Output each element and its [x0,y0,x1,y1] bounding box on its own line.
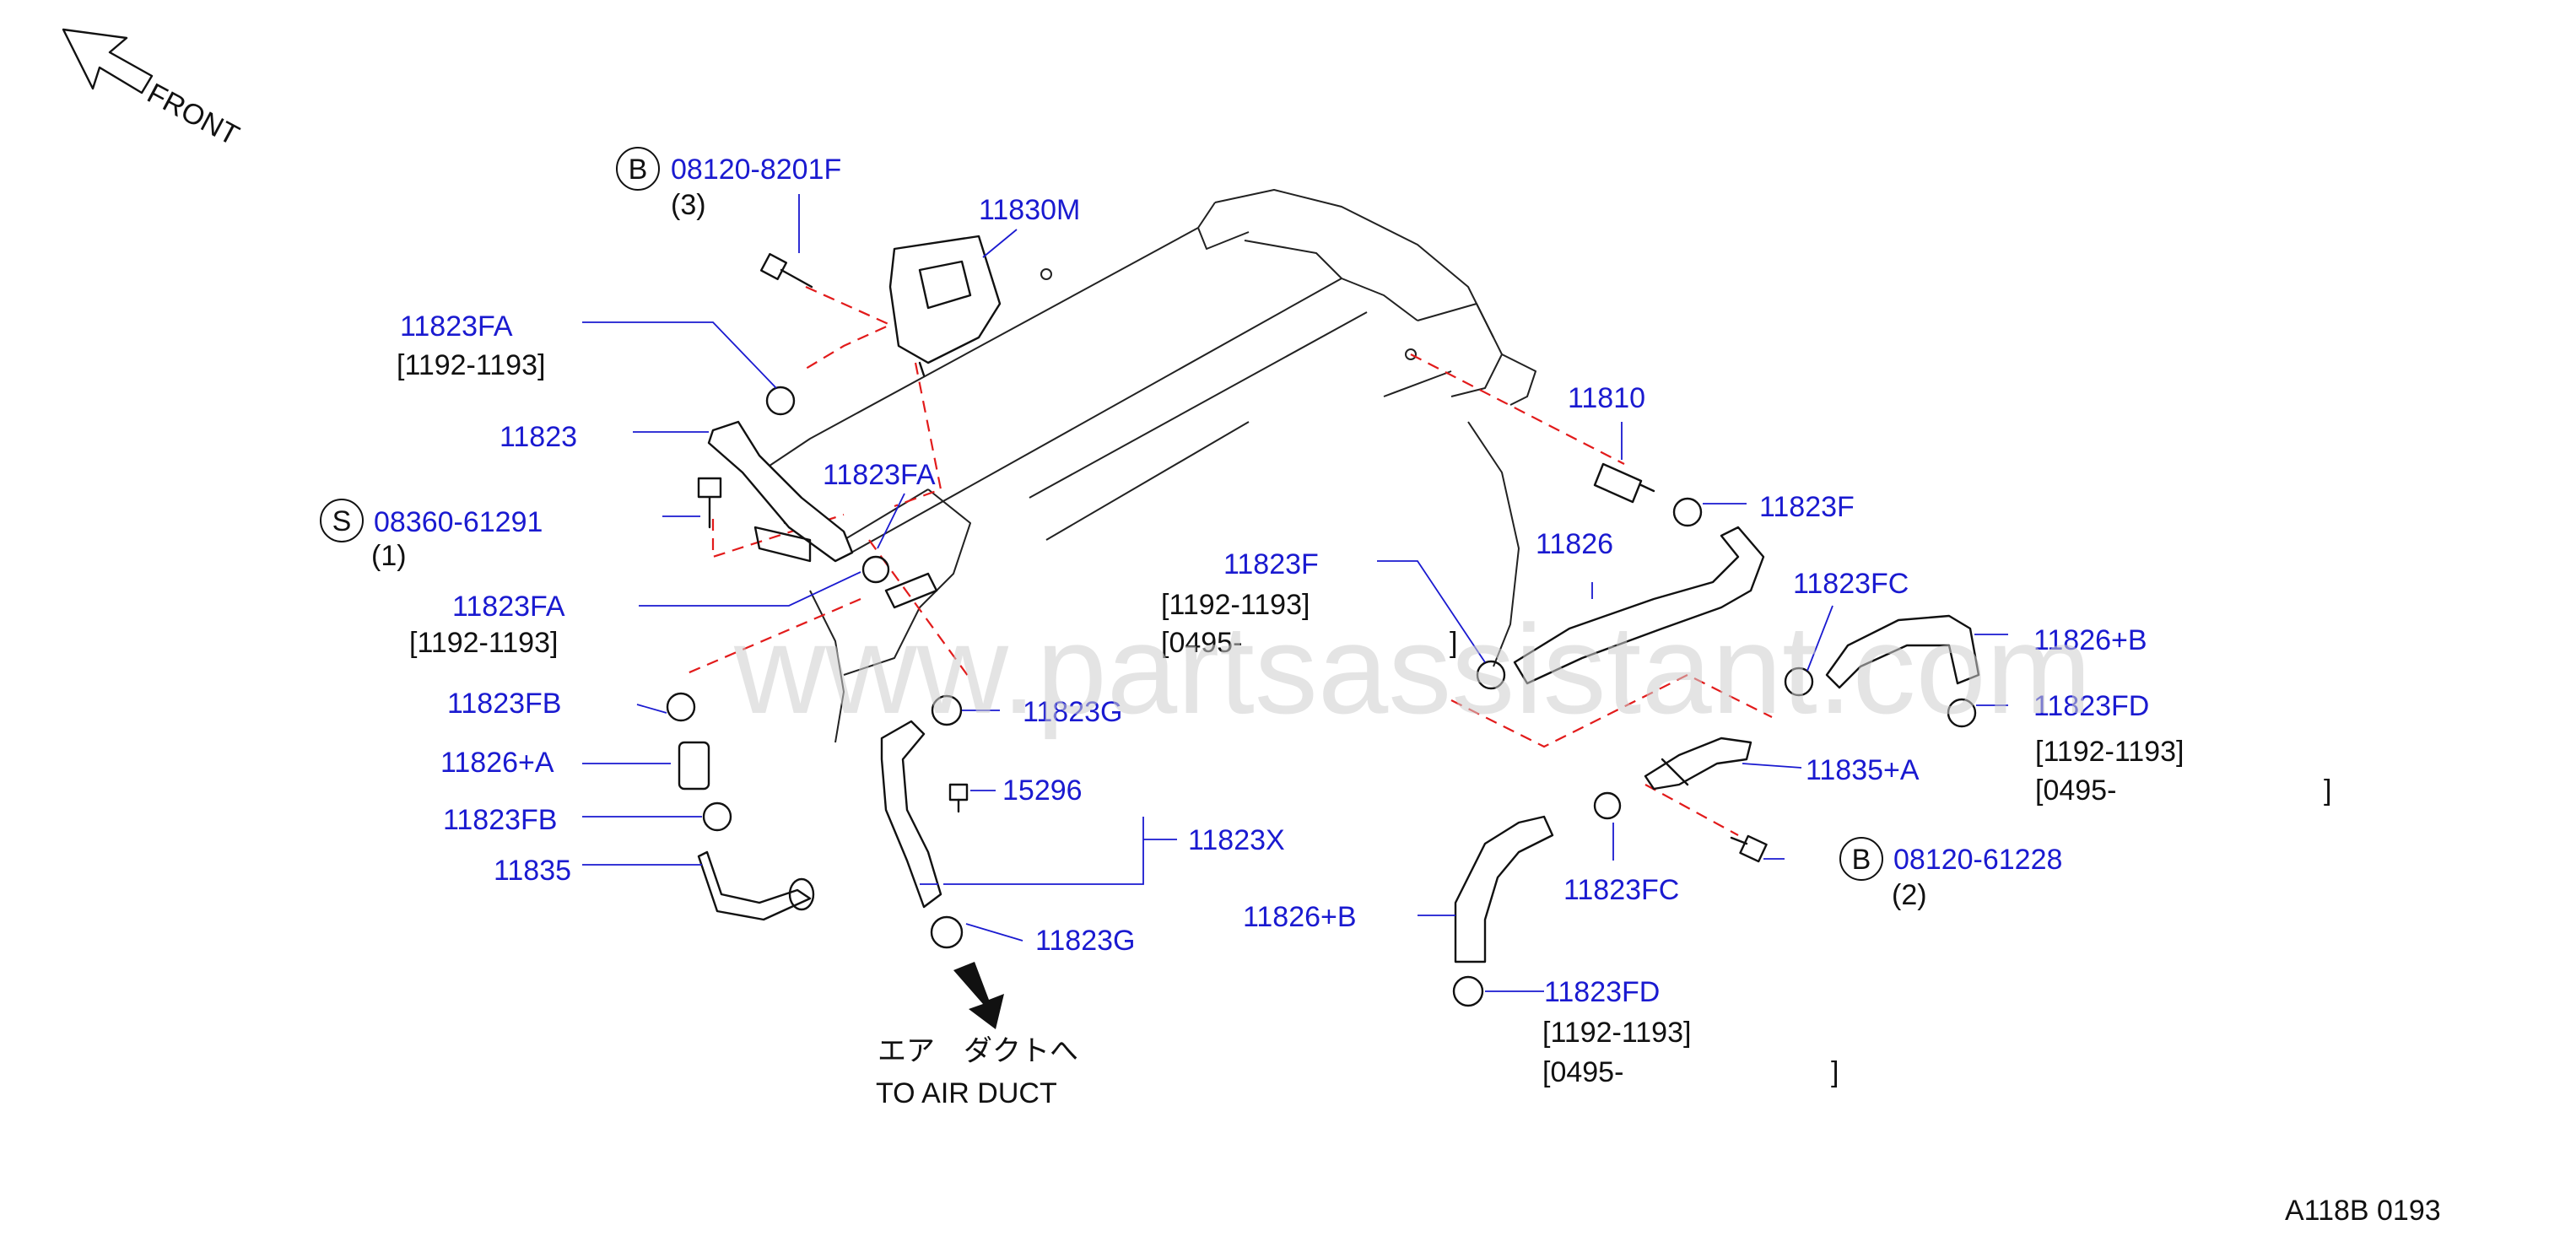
diagram-code: A118B 0193 [2285,1195,2441,1227]
part-qty-2: (2) [1892,879,1927,911]
part-label-11823g-1[interactable]: 11823G [1023,696,1122,728]
leader-lines [582,194,2008,992]
circle-letter-b: B [629,154,648,186]
part-label-08120-8201f[interactable]: 08120-8201F [671,154,841,186]
part-label-08360-61291[interactable]: 08360-61291 [374,506,543,538]
part-label-11823fa-low[interactable]: 11823FA [452,591,565,623]
part-date-fd-left-close: ] [1831,1056,1839,1088]
connection-lines [683,285,1773,836]
part-label-15296[interactable]: 15296 [1002,774,1083,807]
part-qty-1: (1) [371,540,407,572]
bolt-circle-icon [616,147,660,191]
part-label-11823fd-right[interactable]: 11823FD [2033,690,2149,722]
part-label-11823fa-top[interactable]: 11823FA [400,310,513,343]
front-label: FRONT [142,78,244,153]
part-drawings [666,235,1980,1029]
part-label-11823fa-mid[interactable]: 11823FA [823,459,936,491]
part-label-11810[interactable]: 11810 [1568,382,1645,414]
front-arrow-icon [62,28,154,94]
part-date-fa-low: [1192-1193] [409,627,558,659]
bolt-circle-icon-2 [1839,837,1883,881]
part-label-11823fc-top[interactable]: 11823FC [1793,568,1909,600]
part-label-11835[interactable]: 11835 [494,855,571,887]
part-label-11823fc-low[interactable]: 11823FC [1563,874,1679,906]
part-label-11823x[interactable]: 11823X [1188,824,1285,856]
part-qty-3: (3) [671,189,706,221]
circle-letter-b-2: B [1852,844,1871,876]
part-label-11835a[interactable]: 11835+A [1806,754,1920,786]
part-label-11830m[interactable]: 11830M [979,194,1080,226]
part-date-fd-left-1: [1192-1193] [1542,1017,1691,1049]
to-air-duct-en: TO AIR DUCT [876,1077,1057,1109]
part-date-fd-left-2: [0495- [1542,1056,1623,1088]
part-label-11823fb-1[interactable]: 11823FB [447,688,561,720]
part-date-fd-right-1: [1192-1193] [2035,736,2184,768]
circle-letter-s: S [332,505,352,537]
part-label-11826a[interactable]: 11826+A [440,747,554,779]
part-label-11826b-left[interactable]: 11826+B [1243,901,1357,933]
part-date-fd-right-close: ] [2324,774,2331,807]
part-label-11823f-mid[interactable]: 11823F [1223,548,1319,580]
part-label-11823f-right[interactable]: 11823F [1759,491,1855,523]
part-date-f-mid-2: [0495- [1161,627,1242,659]
to-air-duct-jp: エア ダクトへ [878,1035,1078,1067]
part-label-11826[interactable]: 11826 [1536,528,1613,560]
part-date-fa-top: [1192-1193] [397,349,545,381]
part-label-11826b-right[interactable]: 11826+B [2033,624,2147,656]
part-label-11823[interactable]: 11823 [500,421,577,453]
part-label-11823g-2[interactable]: 11823G [1035,925,1135,957]
part-label-11823fd-left[interactable]: 11823FD [1544,976,1660,1008]
watermark: www.partsassistant.com [733,598,2092,740]
part-date-f-mid-close: ] [1450,627,1457,659]
part-date-fd-right-2: [0495- [2035,774,2116,807]
part-date-f-mid-1: [1192-1193] [1161,589,1310,621]
screw-circle-icon [320,499,364,542]
part-label-11823fb-2[interactable]: 11823FB [443,804,557,836]
part-label-08120-61228[interactable]: 08120-61228 [1893,844,2062,876]
